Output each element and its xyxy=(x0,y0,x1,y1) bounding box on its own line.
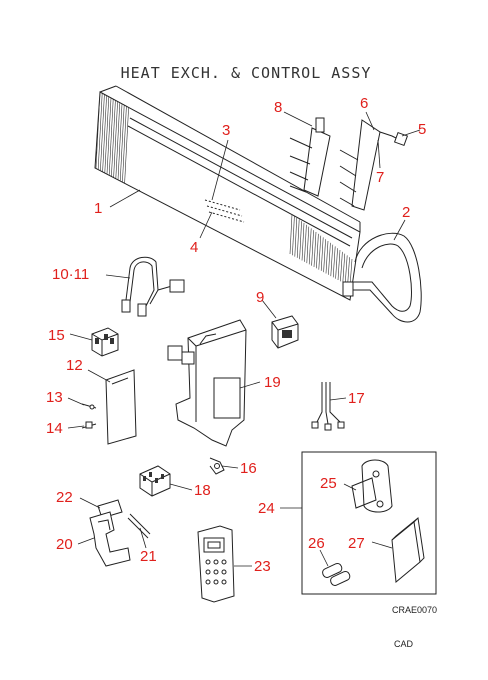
diagram-title: HEAT EXCH. & CONTROL ASSY xyxy=(121,64,372,82)
footer-code: CAD xyxy=(394,639,414,649)
leader-lines xyxy=(67,111,421,567)
part-label-4: 4 xyxy=(190,239,198,256)
part-label-12: 12 xyxy=(66,357,83,374)
mount-bracket-part[interactable] xyxy=(89,511,131,567)
part-label-25: 25 xyxy=(320,475,337,492)
drawing-code: CRAE0070 xyxy=(392,605,437,615)
control-box-part[interactable] xyxy=(167,319,247,447)
control-cover-part[interactable] xyxy=(105,369,137,445)
clip-part[interactable] xyxy=(209,457,225,475)
part-label-6: 6 xyxy=(360,95,368,112)
remote-control-part[interactable] xyxy=(197,525,235,603)
part-label-19: 19 xyxy=(264,374,281,391)
part-label-14: 14 xyxy=(46,420,63,437)
part-label-2: 2 xyxy=(402,204,410,221)
part-label-24: 24 xyxy=(258,500,275,517)
pipe-assembly-part[interactable] xyxy=(342,232,422,323)
remote-holder-part[interactable] xyxy=(351,459,393,513)
part-label-27: 27 xyxy=(348,535,365,552)
part-label-16: 16 xyxy=(240,460,257,477)
part-label-7: 7 xyxy=(376,169,384,186)
battery-part[interactable] xyxy=(321,562,351,587)
manual-booklet-part[interactable] xyxy=(391,516,425,583)
part-label-20: 20 xyxy=(56,536,73,553)
screw-part[interactable] xyxy=(81,421,97,429)
accessory-group-box xyxy=(301,451,437,595)
heat-exchanger-part[interactable] xyxy=(94,85,361,301)
part-label-10-11: 10·11 xyxy=(52,266,89,283)
thermistor-wire-part[interactable] xyxy=(121,256,185,317)
part-label-23: 23 xyxy=(254,558,271,575)
wire-harness-part[interactable] xyxy=(311,382,345,431)
part-label-17: 17 xyxy=(348,390,365,407)
part-label-9: 9 xyxy=(256,289,264,306)
terminal-block-part[interactable] xyxy=(91,327,119,357)
part-label-5: 5 xyxy=(418,121,426,138)
part-label-1: 1 xyxy=(94,200,102,217)
rod-part[interactable] xyxy=(127,513,151,539)
pipe-bracket-part[interactable] xyxy=(289,117,331,197)
part-label-18: 18 xyxy=(194,482,211,499)
screw-part[interactable] xyxy=(81,403,97,410)
part-label-26: 26 xyxy=(308,535,325,552)
part-label-21: 21 xyxy=(140,548,157,565)
relay-box-part[interactable] xyxy=(271,315,299,349)
part-label-22: 22 xyxy=(56,489,73,506)
part-label-15: 15 xyxy=(48,327,65,344)
part-label-13: 13 xyxy=(46,389,63,406)
part-label-8: 8 xyxy=(274,99,282,116)
part-label-3: 3 xyxy=(222,122,230,139)
connector-block-part[interactable] xyxy=(139,465,171,497)
tube-bracket-part[interactable] xyxy=(339,119,409,211)
